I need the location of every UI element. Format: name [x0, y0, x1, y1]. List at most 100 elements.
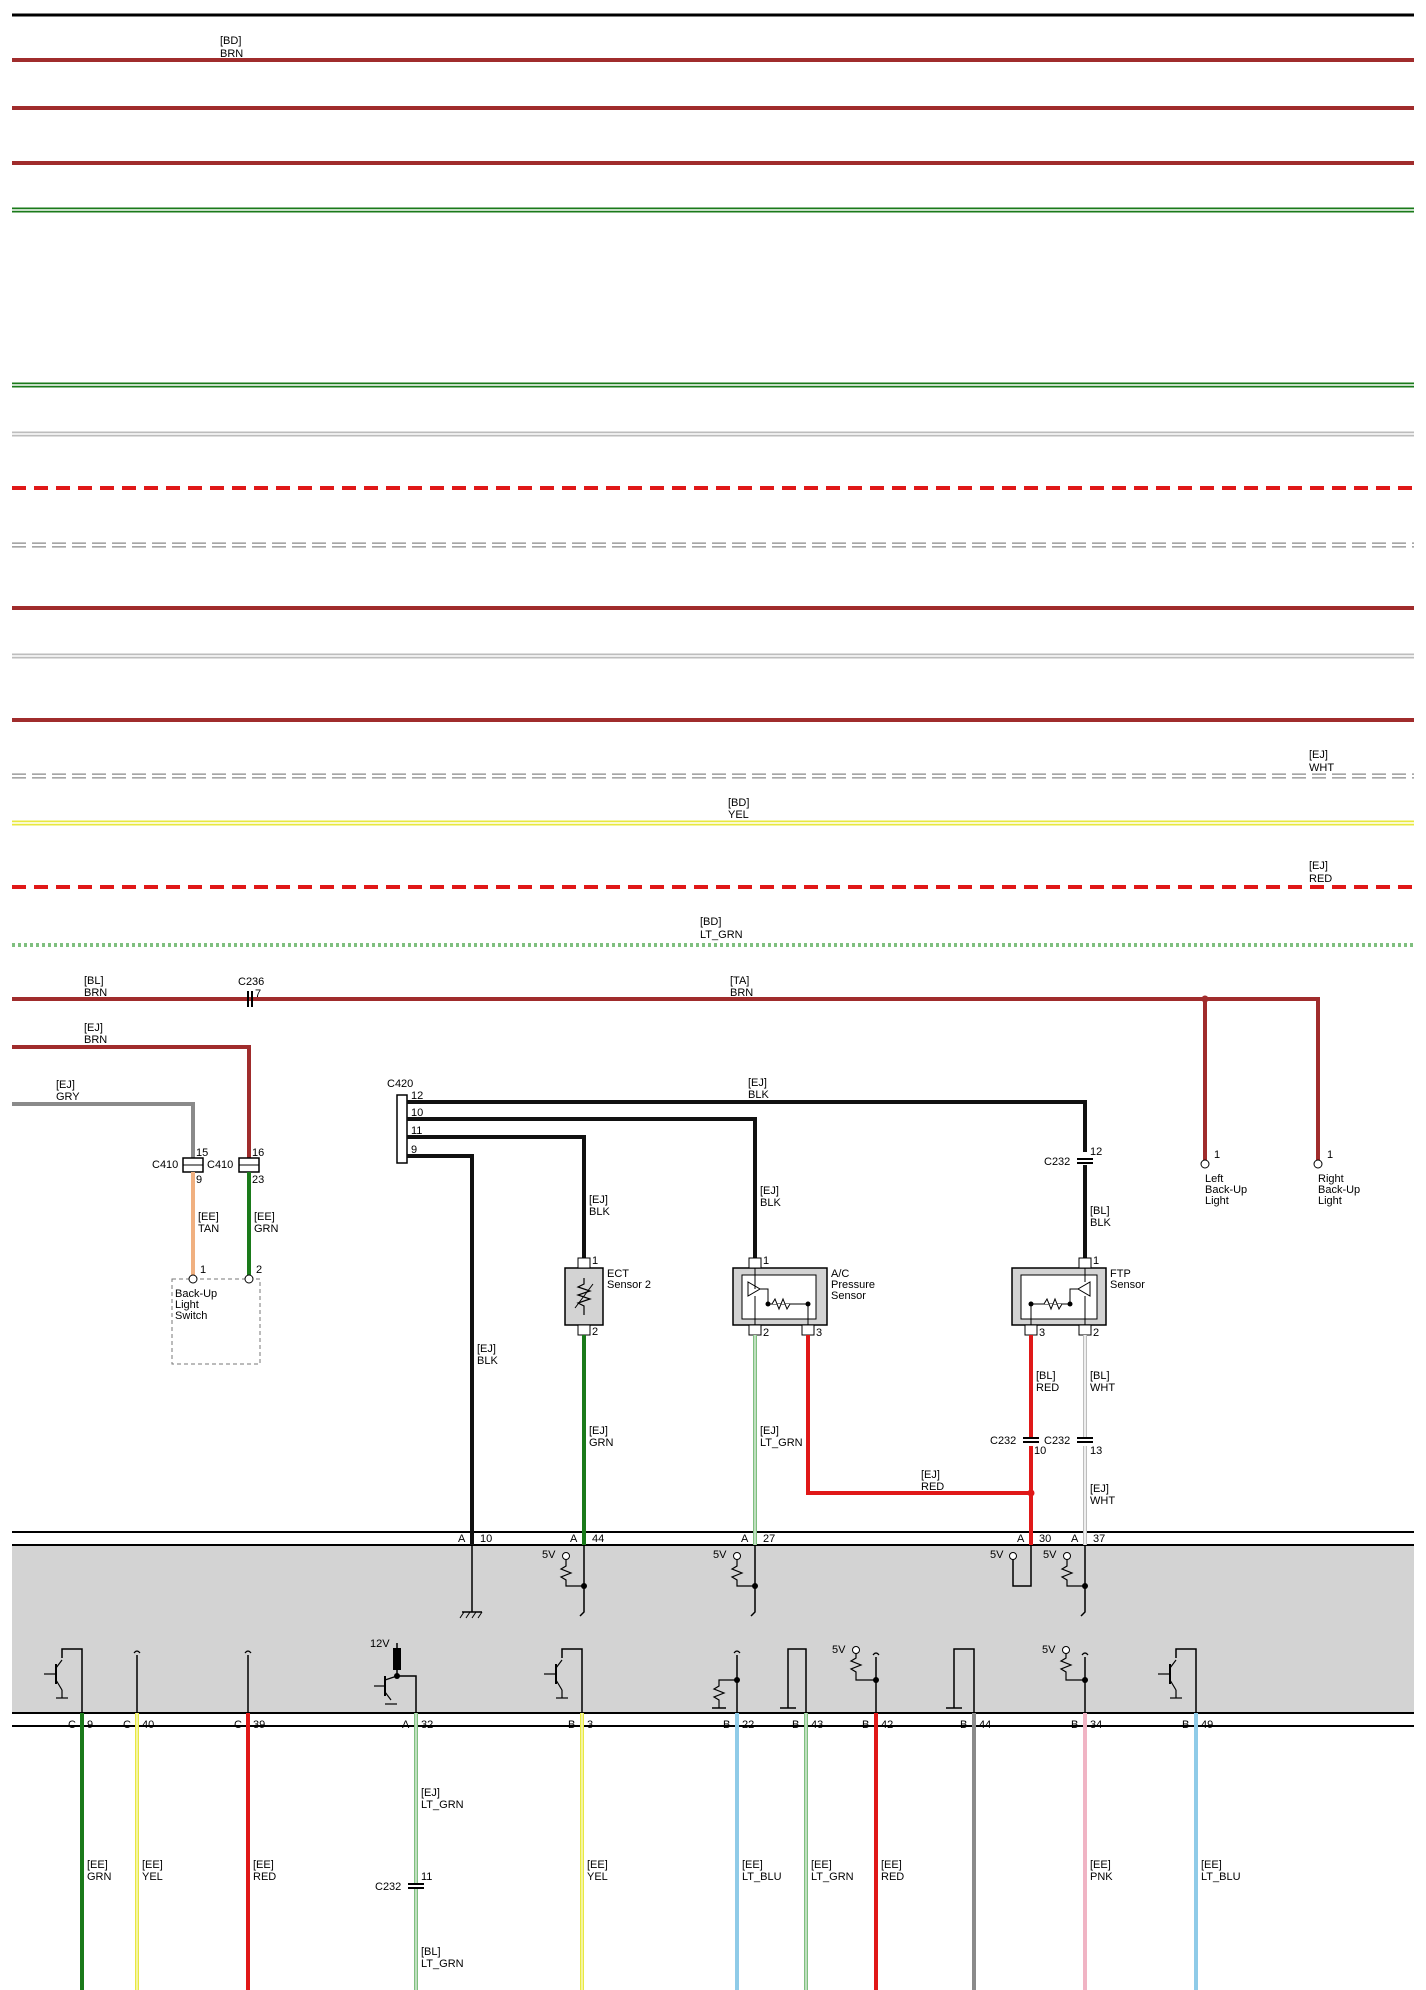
wire-label-ej-brn-loc: [EJ]	[84, 1022, 103, 1034]
c410a-pin-top: 15	[196, 1147, 208, 1159]
wire-label-bd-ltgrn-name: LT_GRN	[700, 929, 743, 941]
bottom-wire-label-name-6: LT_GRN	[811, 1871, 854, 1883]
pullup-37-voltage: 5V	[1043, 1549, 1057, 1561]
wire-label-ej-wht-name: WHT	[1090, 1495, 1115, 1507]
bottom-wire-label-loc-9: [EE]	[1090, 1859, 1111, 1871]
wire-label-ee-tan-loc: [EE]	[198, 1211, 219, 1223]
pin-num-10: 10	[480, 1533, 492, 1545]
wire-label-bd-brn-name: BRN	[220, 48, 243, 60]
wire-label-ej-grn-loc: [EJ]	[589, 1425, 608, 1437]
bottom-pin-conn-10: B	[1182, 1719, 1189, 1731]
bottom-pin-conn-1: C	[123, 1719, 131, 1731]
ac-pin-3: 3	[816, 1327, 822, 1339]
wire-label-ee-tan-name: TAN	[198, 1223, 219, 1235]
pullup-27-voltage: 5V	[713, 1549, 727, 1561]
wire-ej-red-ac	[806, 1335, 1031, 1495]
wire-ej-blk-ftp	[407, 1100, 1087, 1152]
ftp-pin-2: 2	[1093, 1327, 1099, 1339]
transistor-c9	[44, 1648, 83, 1713]
bottom-pin-num-4: 3	[587, 1719, 593, 1731]
left-light-terminal	[1200, 1159, 1210, 1169]
bottom-wire-label-loc-0: [EE]	[87, 1859, 108, 1871]
bottom-wire-label-name-2: RED	[253, 1871, 276, 1883]
ect-pin-1: 1	[592, 1255, 598, 1267]
wire-label-ej-wht-name: WHT	[1309, 762, 1334, 774]
ac-label-3: Sensor	[831, 1290, 866, 1302]
wire-label-bl-wht-name: WHT	[1090, 1382, 1115, 1394]
pin-conn-a27: A	[741, 1533, 749, 1545]
wire-ej-gry	[12, 1102, 195, 1158]
bottom-pin-num-10: 49	[1201, 1719, 1213, 1731]
wire-label-ej-brn-name: BRN	[84, 1034, 107, 1046]
c236-pin: 7	[255, 988, 261, 1000]
wire-ej-blk-ground	[407, 1154, 474, 1545]
ect-sensor-2: 1 2 ECT Sensor 2 [EJ] GRN	[564, 1255, 651, 1545]
bottom-pin-conn-2: C	[234, 1719, 242, 1731]
right-light-line1: Right	[1318, 1173, 1344, 1185]
c232-red-label: C232	[990, 1435, 1016, 1447]
wire-label-ee-grn-name: GRN	[254, 1223, 279, 1235]
c232-bottom-pin: 11	[421, 1871, 432, 1883]
backup-light-brn-circuit: C236 7 [BL] BRN [TA] BRN 1 Left Back-Up …	[12, 975, 1360, 1207]
bottom-pin-num-8: 44	[979, 1719, 991, 1731]
wire-label-bl-brn-loc: [BL]	[84, 975, 104, 987]
wire-label-ej-ltgrn-loc: [EJ]	[760, 1425, 779, 1437]
wire-label-ej-red-loc: [EJ]	[1309, 860, 1328, 872]
right-light-line3: Light	[1318, 1195, 1342, 1207]
bottom-pin-conn-4: B	[568, 1719, 575, 1731]
transistor-b49	[1158, 1648, 1197, 1713]
wire-label-ta-brn-loc: [TA]	[730, 975, 749, 987]
ect-label-2: Sensor 2	[607, 1279, 651, 1291]
wire-label-ej-blk-gnd-name: BLK	[477, 1355, 498, 1367]
ftp-pin-3: 3	[1039, 1327, 1045, 1339]
c232-red-pin: 10	[1034, 1445, 1046, 1457]
right-light-terminal	[1313, 1159, 1323, 1169]
wire-label-ej-blk-ect-name: BLK	[589, 1206, 610, 1218]
left-light-pin: 1	[1214, 1149, 1220, 1161]
wire-label-bd-yel-loc: [BD]	[728, 797, 749, 809]
ground-b43	[780, 1648, 807, 1713]
c236-label: C236	[238, 976, 264, 988]
bottom-pin-num-5: 22	[742, 1719, 754, 1731]
bottom-wire-label-name-7: RED	[881, 1871, 904, 1883]
wire-label-bl-ltgrn-low-name: LT_GRN	[421, 1958, 464, 1970]
c410b-pin-top: 16	[252, 1147, 264, 1159]
wire-label-ej-blk-ac-loc: [EJ]	[760, 1185, 779, 1197]
pullup-37: 5V	[1043, 1545, 1088, 1617]
bottom-pin-conn-7: B	[862, 1719, 869, 1731]
ac-pin-1: 1	[763, 1255, 769, 1267]
wire-label-ej-wht-loc: [EJ]	[1090, 1483, 1109, 1495]
switch-terminal-2	[244, 1274, 254, 1284]
bottom-wire-label-name-9: PNK	[1090, 1871, 1113, 1883]
ref-30-voltage: 5V	[990, 1549, 1004, 1561]
ftp-resistor-icon	[1043, 1297, 1063, 1311]
bottom-wire-label-loc-6: [EE]	[811, 1859, 832, 1871]
bottom-wire-label-loc-5: [EE]	[742, 1859, 763, 1871]
bottom-pin-num-1: 40	[142, 1719, 154, 1731]
wire-label-bl-blk-name: BLK	[1090, 1217, 1111, 1229]
wire-label-ej-blk-ect-loc: [EJ]	[589, 1194, 608, 1206]
left-light-line2: Back-Up	[1205, 1184, 1247, 1196]
pullup-44-voltage: 5V	[542, 1549, 556, 1561]
bottom-wire-label-name-1: YEL	[142, 1871, 163, 1883]
v12-label: 12V	[370, 1638, 390, 1650]
c232-top-label: C232	[1044, 1156, 1070, 1168]
c232-bottom: C232 11 [EJ] LT_GRN [BL] LT_GRN	[375, 1787, 464, 1970]
bottom-pin-num-9: 34	[1090, 1719, 1102, 1731]
wire-label-ta-brn-name: BRN	[730, 987, 753, 999]
ftp-pin-1: 1	[1093, 1255, 1099, 1267]
ect-pin-2: 2	[592, 1326, 598, 1338]
pullup-44: 5V	[542, 1545, 587, 1617]
right-light-line2: Back-Up	[1318, 1184, 1360, 1196]
pin-conn-a44: A	[570, 1533, 578, 1545]
wire-label-ej-ltgrn-low-loc: [EJ]	[421, 1787, 440, 1799]
c420-pin-9: 9	[411, 1144, 417, 1156]
wire-label-bl-red-name: RED	[1036, 1382, 1059, 1394]
ac-pin-2: 2	[763, 1327, 769, 1339]
bottom-wire-label-loc-7: [EE]	[881, 1859, 902, 1871]
wire-ta-brn	[12, 997, 1320, 1160]
ac-pressure-sensor: 1 2 3 A/C Pressure Sensor [EJ] LT_GRN [E…	[732, 1255, 1031, 1545]
bottom-wire-label-name-4: YEL	[587, 1871, 608, 1883]
pin-conn-a10: A	[458, 1533, 466, 1545]
